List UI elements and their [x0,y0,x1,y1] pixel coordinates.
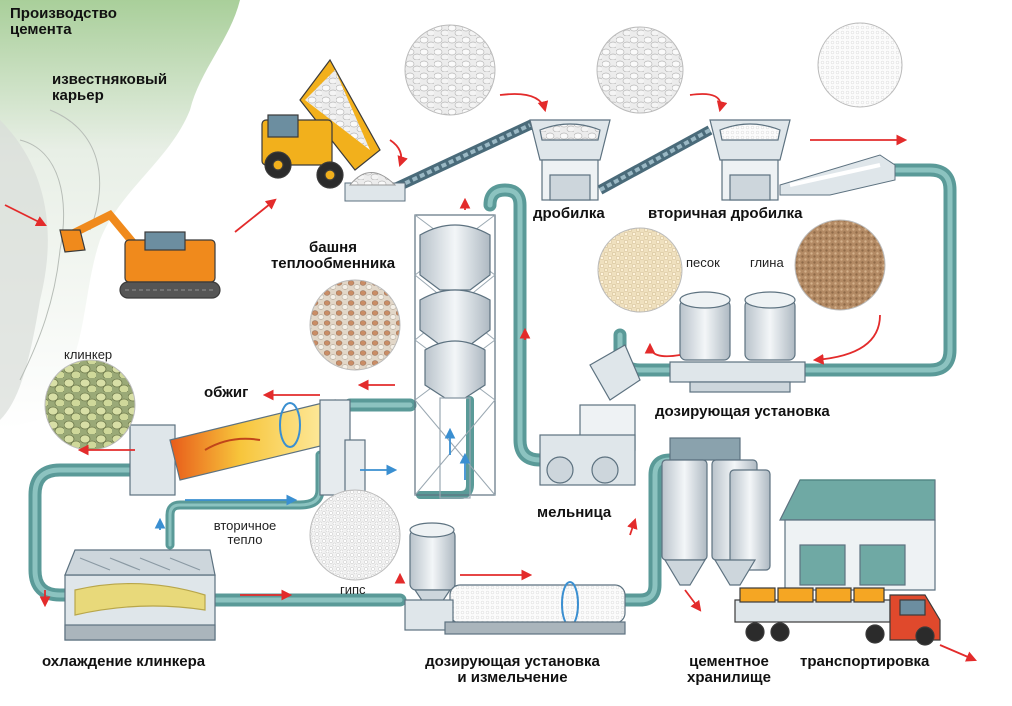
mill [539,344,641,486]
material-samples [44,22,903,581]
quarry-hill [0,0,240,430]
firing-label: обжиг [204,384,249,401]
dosing-grinding-label: дозирующая установка и измельчение [410,654,615,686]
dosing-grinding-label-line-2: и измельчение [457,668,568,686]
quarry-label-line-1: известняковый [52,71,168,88]
secondary-heat-label-line-1: вторичное [213,518,277,533]
storage-label: цементное хранилище [676,654,782,686]
crusher-label: дробилка [533,205,605,222]
warehouse [779,479,936,591]
cement-storage [661,437,771,586]
dosing-grinding-label-line-1: дозирующая установка [425,653,600,670]
grinding-unit [404,522,626,635]
clinker-cooler [64,549,216,641]
crushed-sample [596,26,684,114]
quarry-label-line-2: карьер [52,86,104,104]
heat-arrows [154,427,471,530]
gypsum-sample [309,489,401,581]
heat-tower-label-line-1: башня [309,239,357,256]
rotary-kiln [129,399,366,496]
quarry-label: известняковый карьер [52,72,167,104]
dosing-unit [669,291,806,393]
fine-sample [817,22,903,108]
sand-sample [597,227,683,313]
title-line-2: цемента [10,20,72,38]
heat-tower-label-line-2: теплообменника [270,254,396,272]
crusher [529,119,611,201]
clinker-sample [44,359,136,451]
dosing-label: дозирующая установка [655,403,830,420]
mill-label: мельница [537,504,612,521]
secondary-heat-label: вторичное тепло [210,519,280,546]
clay-sample [794,219,886,311]
cooling-label: охлаждение клинкера [42,653,206,670]
heat-tower-label: башня теплообменника [258,240,408,272]
heat-exchanger-tower [414,214,496,499]
transport-label: транспортировка [800,653,930,670]
excavator [59,210,221,299]
storage-label-line-1: цементное [689,653,769,670]
clay-label: глина [750,255,784,270]
dump-truck [261,58,381,189]
pipe-network [28,163,957,607]
title-line-1: Производство [10,5,117,22]
secondary-heat-label-line-2: тепло [227,531,263,547]
gypsum-label: гипс [340,582,366,597]
secondary-crusher [709,119,791,201]
storage-label-line-2: хранилище [687,668,771,686]
secondary-crusher-label: вторичная дробилка [648,205,803,222]
transport-truck [734,587,941,646]
clinker-label: клинкер [64,347,113,362]
diagram-title: Производство цемента [10,6,117,38]
sand-label: песок [686,255,720,270]
raw-mix-sample [309,279,401,371]
flow-arrows [4,93,977,662]
limestone-sample [404,24,496,116]
